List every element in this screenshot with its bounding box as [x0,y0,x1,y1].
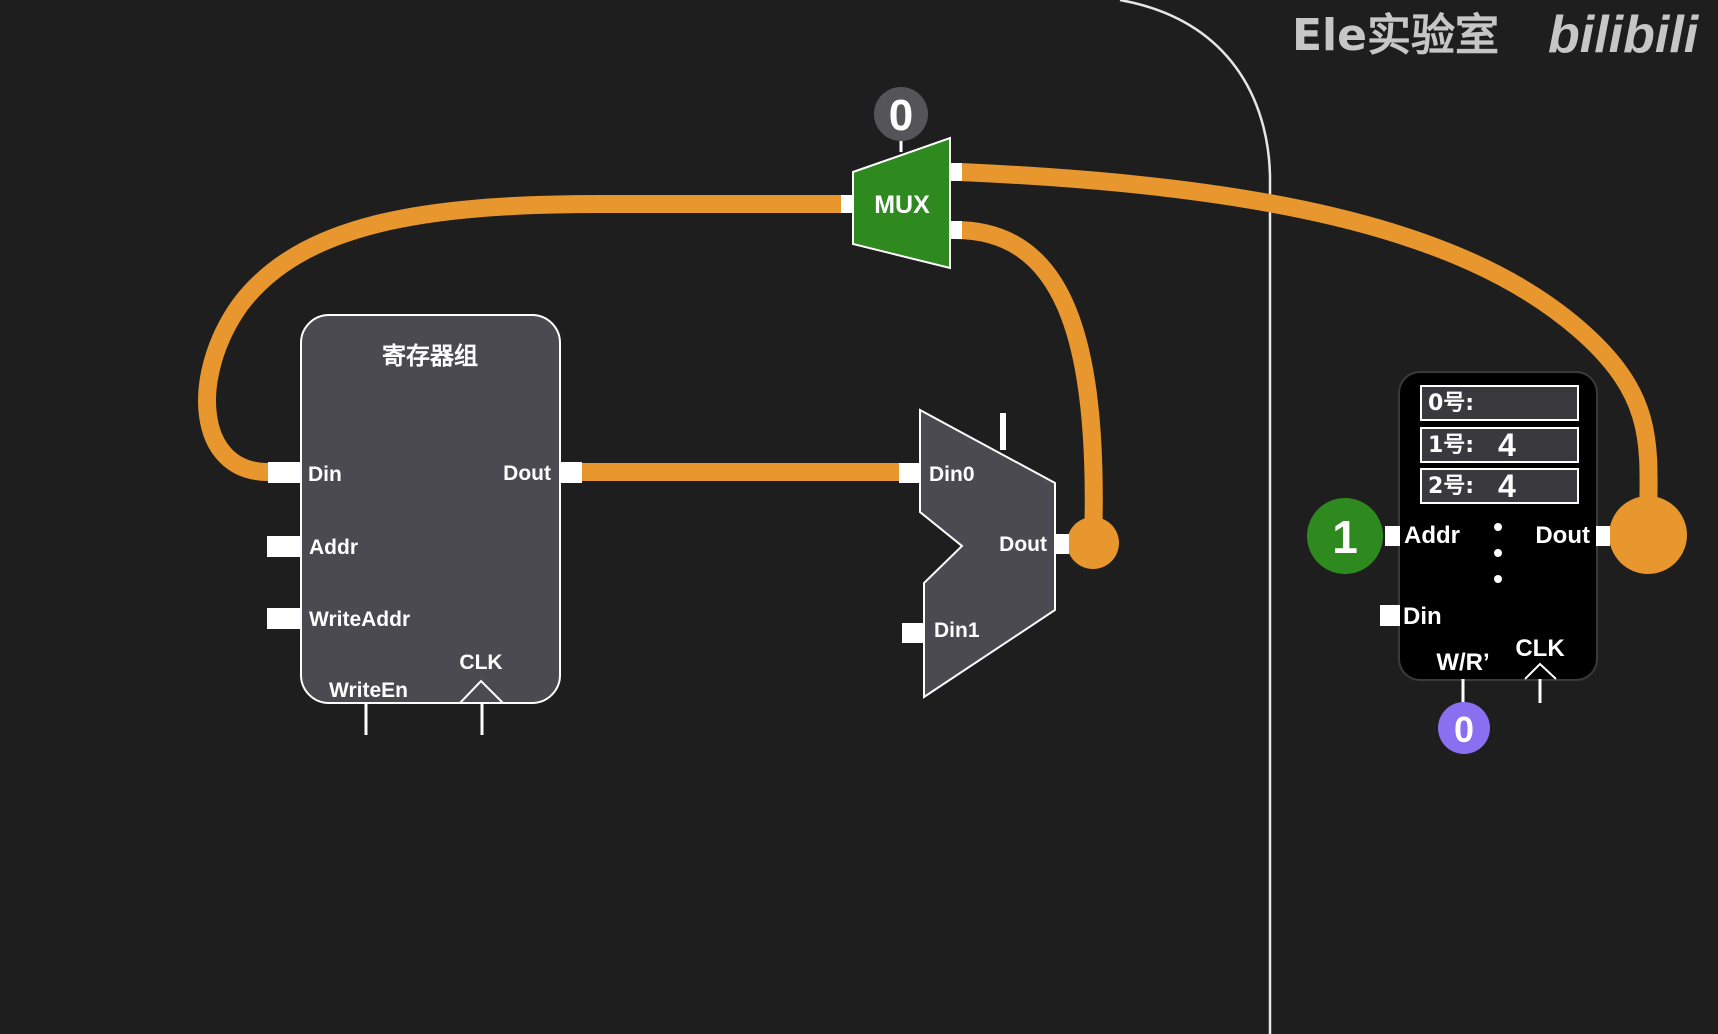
din0-label: Din0 [929,463,975,486]
memory-row-1 [1420,427,1579,463]
addr-label: Addr [309,536,358,559]
memory-addr-port [1385,526,1400,546]
memory-wr-label: W/R’ [1436,649,1489,676]
memory-row-1-label: 1号: [1428,433,1474,458]
din0-port [899,463,920,483]
memory-din-port [1380,605,1400,626]
din-label: Din [308,463,342,486]
register-file-body [300,314,561,704]
mux[interactable]: 0 MUX [841,87,962,270]
ellipsis-dot [1494,523,1502,531]
wire-mux-out-to-memory [951,163,1658,544]
write-addr-port [267,608,301,629]
wire-mux-in1-from-alu [946,221,1103,552]
mux-label: MUX [874,191,930,219]
memory-dout-label: Dout [1535,522,1590,549]
din1-port [902,623,924,643]
watermark-site: bilibili [1548,6,1700,64]
mux-in0-port [841,195,853,213]
alu-dout-port [1055,534,1069,554]
din1-label: Din1 [934,619,980,642]
alu-mux[interactable]: Din0 Dout Din1 [899,408,1069,699]
wire-mux-to-din [198,195,854,481]
watermark: Ele实验室 bilibili [1292,6,1700,64]
memory-addr-label: Addr [1404,522,1460,549]
dout-port [560,462,582,483]
write-en-label: WriteEn [329,679,408,702]
memory-row-2 [1420,468,1579,504]
write-addr-label: WriteAddr [309,608,410,631]
clk-triangle [459,679,504,704]
section-boundary [1119,0,1272,1034]
memory-row-0 [1420,385,1579,421]
memory-row-0-label: 0号: [1428,391,1474,416]
dout-label: Dout [503,462,551,485]
alu-dout-label: Dout [999,533,1047,556]
mux-body [852,136,951,270]
din-port [268,462,301,483]
memory-wr-value: 0 [1454,709,1474,750]
watermark-channel: Ele实验室 [1292,10,1499,61]
memory[interactable]: 0号: 1号: 4 2号: 4 Addr Dout Din W/R’ CLK 1… [1307,371,1610,754]
clk-label: CLK [459,651,502,674]
memory-clk-triangle [1524,662,1557,680]
memory-dout-port [1596,526,1610,546]
mux-in1-port [950,221,962,239]
memory-row-2-label: 2号: [1428,474,1474,499]
wire-junction-memory [1609,496,1687,574]
mux-select-badge [874,87,928,141]
wire-junction-alu [1067,517,1119,569]
register-file-title: 寄存器组 [382,342,478,370]
mux-out-port [950,163,962,181]
addr-port [267,536,301,557]
mux-select-value: 0 [889,91,913,140]
memory-row-1-value: 4 [1498,427,1516,463]
memory-din-label: Din [1403,603,1442,630]
ellipsis-dot [1494,575,1502,583]
memory-addr-badge [1307,498,1383,574]
ellipsis-dot [1494,549,1502,557]
memory-addr-value: 1 [1332,511,1358,563]
memory-wr-badge [1438,702,1490,754]
memory-clk-label: CLK [1515,635,1565,662]
memory-row-2-value: 4 [1498,468,1516,504]
register-file[interactable]: 寄存器组 Din Dout Addr WriteAddr CLK WriteEn [267,314,582,735]
